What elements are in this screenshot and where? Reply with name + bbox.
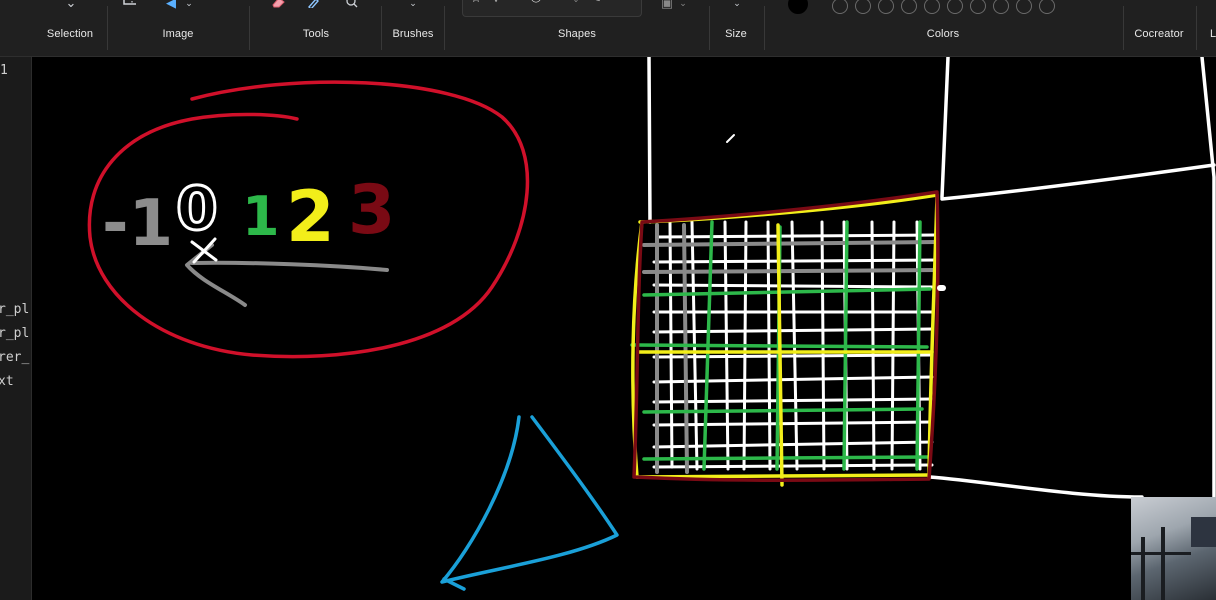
digit-three: 3 [348,171,395,250]
group-selection[interactable]: ⌄ Selection [30,0,110,56]
terminal-text: rer_ [0,350,30,365]
white-frame-line [940,163,1216,201]
group-tools[interactable]: Tools [252,0,380,56]
group-label-brushes: Brushes [392,28,434,40]
color-swatch-empty[interactable] [1016,0,1032,14]
group-label-colors: Colors [926,28,960,40]
color-swatch-empty[interactable] [1039,0,1055,14]
color-swatch-empty[interactable] [947,0,963,14]
color-swatch-empty[interactable] [878,0,894,14]
divider [1123,6,1124,50]
digit-one: 1 [242,185,280,248]
blue-triangle [440,415,619,591]
group-image[interactable]: ◀ ⌄ Image [110,0,246,56]
callout-cloud-icon[interactable]: ◌ [549,0,563,5]
divider [709,6,710,50]
group-label-tools: Tools [302,28,330,40]
digit-two: 2 [286,176,335,258]
white-frame-line [928,475,1144,499]
six-point-star-icon[interactable]: ✡ [489,0,503,5]
selection-icon[interactable]: ⌄ [65,0,77,10]
digit-neg-one: -1 [102,187,173,261]
group-label-shapes: Shapes [558,28,596,40]
chevron-down-icon[interactable]: ⌄ [409,0,417,8]
color-swatch-empty[interactable] [970,0,986,14]
color-swatch-empty[interactable] [901,0,917,14]
group-cocreator[interactable]: Cocreator [1126,0,1192,56]
divider [444,6,445,50]
heart-icon[interactable]: ♡ [569,0,583,5]
group-layers[interactable]: L [1202,0,1216,56]
red-ellipse-stroke [87,80,530,359]
group-label-selection: Selection [46,28,94,40]
selected-color-swatch[interactable] [788,0,808,14]
group-colors[interactable]: Colors [766,0,1120,56]
webcam-thumbnail [1131,497,1216,600]
webcam-object [1191,517,1216,547]
digit-zero: 0 [176,174,218,244]
divider [381,6,382,50]
background-terminal-edge: 1 r_pl r_pl rer_ xt [0,57,32,600]
group-label-size: Size [725,28,747,40]
group-label-image: Image [162,28,194,40]
white-frame-line [940,57,950,199]
divider [249,6,250,50]
terminal-text: r_pl [0,326,30,341]
white-frame-line [647,57,652,224]
color-picker-icon[interactable] [306,0,324,12]
color-swatch-empty[interactable] [993,0,1009,14]
divider [764,6,765,50]
color-swatch-empty[interactable] [855,0,871,14]
chevron-down-icon[interactable]: ⌄ [679,0,687,8]
toolbar-ribbon: ⌄ Selection ◀ ⌄ Image Tools ⌄ Brushes ☆ [0,0,1216,57]
grey-arrow-stroke [190,260,389,272]
freeform-icon[interactable]: ✎ [589,0,603,5]
grey-grid-lines [642,223,939,474]
star-icon[interactable]: ☆ [469,0,483,5]
terminal-text: 1 [0,63,8,78]
white-tick [726,134,735,143]
callout-oval-icon[interactable]: ◯ [529,0,543,5]
shape-fill-icon[interactable]: ▣ [660,0,674,10]
chevron-down-icon[interactable]: ⌄ [733,0,741,8]
webcam-shelf [1131,552,1191,555]
white-frame-line [1200,57,1216,499]
callout-rect-icon[interactable]: ▭ [509,0,523,5]
terminal-text: xt [0,374,14,389]
canvas-drawing: -1 0 1 2 3 [87,57,1216,591]
rotate-icon[interactable]: ◀ [166,0,176,10]
group-shapes[interactable]: ☆ ✡ ▭ ◯ ◌ ♡ ✎ ▣ ⌄ Shapes [446,0,708,56]
group-label-layers: L [1210,28,1216,40]
group-brushes[interactable]: ⌄ Brushes [384,0,442,56]
webcam-shelf-post [1161,527,1165,600]
group-label-cocreator: Cocreator [1134,28,1184,40]
grey-arrow-head [185,243,247,307]
eraser-icon[interactable] [270,0,288,12]
terminal-text: r_pl [0,302,30,317]
webcam-shelf-post [1141,537,1145,600]
divider [107,6,108,50]
magnifier-icon[interactable] [344,0,362,12]
color-swatch-empty[interactable] [924,0,940,14]
maroon-outline [632,190,940,482]
shapes-gallery[interactable]: ☆ ✡ ▭ ◯ ◌ ♡ ✎ [462,0,642,17]
group-size[interactable]: ⌄ Size [712,0,760,56]
crop-icon[interactable] [122,0,140,12]
drawing-canvas[interactable]: -1 0 1 2 3 [32,57,1216,600]
white-x-mark [190,237,218,264]
green-grid-lines [630,220,932,471]
chevron-down-icon[interactable]: ⌄ [185,0,193,8]
color-swatch-empty[interactable] [832,0,848,14]
divider [1196,6,1197,50]
